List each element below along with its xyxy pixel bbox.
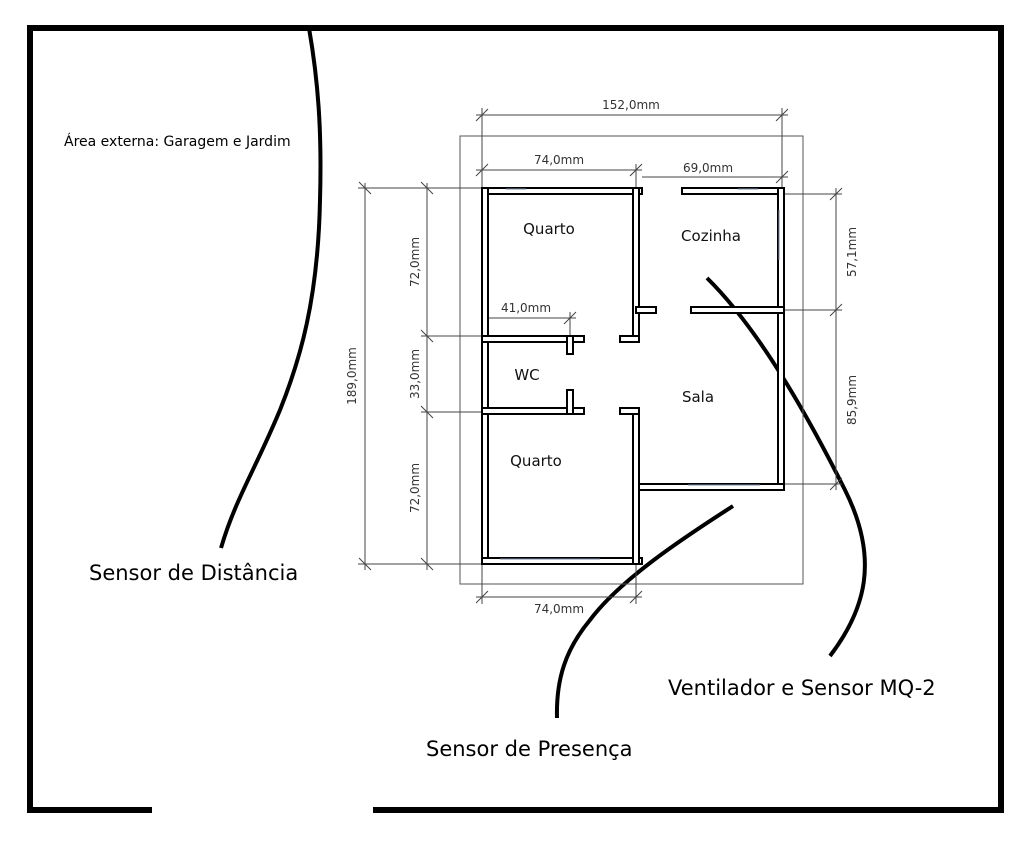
wall-left (481, 187, 489, 565)
wall-bottom (481, 557, 643, 565)
dim-top-left-width: 74,0mm (534, 153, 584, 167)
windows (500, 188, 780, 560)
dim-right-bottom-height: 85,9mm (845, 375, 859, 425)
wall-top-right (681, 187, 785, 195)
wall-wc-door-lower (566, 389, 574, 415)
distance-sensor-label: Sensor de Distância (89, 561, 298, 585)
presence-sensor-curve (554, 504, 735, 719)
lot-boundary-main (27, 25, 1004, 813)
house-walls (481, 187, 785, 565)
dim-top-right-width: 69,0mm (683, 161, 733, 175)
wall-stub-upper (619, 335, 640, 343)
room-label-quarto-bottom: Quarto (510, 452, 562, 470)
dim-right-top-height: 57,1mm (845, 227, 859, 277)
wall-interior-top (632, 187, 640, 343)
dim-left-mid-height: 33,0mm (408, 349, 422, 399)
dimension-lines (358, 108, 843, 604)
presence-sensor-label: Sensor de Presença (426, 737, 633, 761)
fan-sensor-curve (705, 276, 867, 658)
wall-kitchen-right (690, 306, 785, 314)
wall-interior-bottom (632, 407, 640, 565)
dim-wc-width: 41,0mm (501, 301, 551, 315)
dim-total-width: 152,0mm (602, 98, 660, 112)
wall-wc-top (481, 335, 585, 343)
wall-kitchen-left (635, 306, 657, 314)
room-label-cozinha: Cozinha (681, 227, 741, 245)
wall-wc-door-upper (566, 335, 574, 355)
house-plate (459, 135, 804, 585)
fan-sensor-label: Ventilador e Sensor MQ-2 (668, 676, 936, 700)
distance-sensor-curve (219, 27, 323, 549)
room-label-sala: Sala (682, 388, 714, 406)
room-label-quarto-top: Quarto (523, 220, 575, 238)
lot-boundary (27, 25, 1004, 813)
wall-stub-lower (619, 407, 640, 415)
dim-left-top-height: 72,0mm (408, 237, 422, 287)
wall-wc-bottom (481, 407, 585, 415)
dim-left-bottom-height: 72,0mm (408, 463, 422, 513)
dim-bottom-width: 74,0mm (534, 602, 584, 616)
exterior-area-label: Área externa: Garagem e Jardim (64, 133, 291, 150)
dim-total-height: 189,0mm (345, 347, 359, 405)
room-label-wc: WC (514, 366, 539, 384)
